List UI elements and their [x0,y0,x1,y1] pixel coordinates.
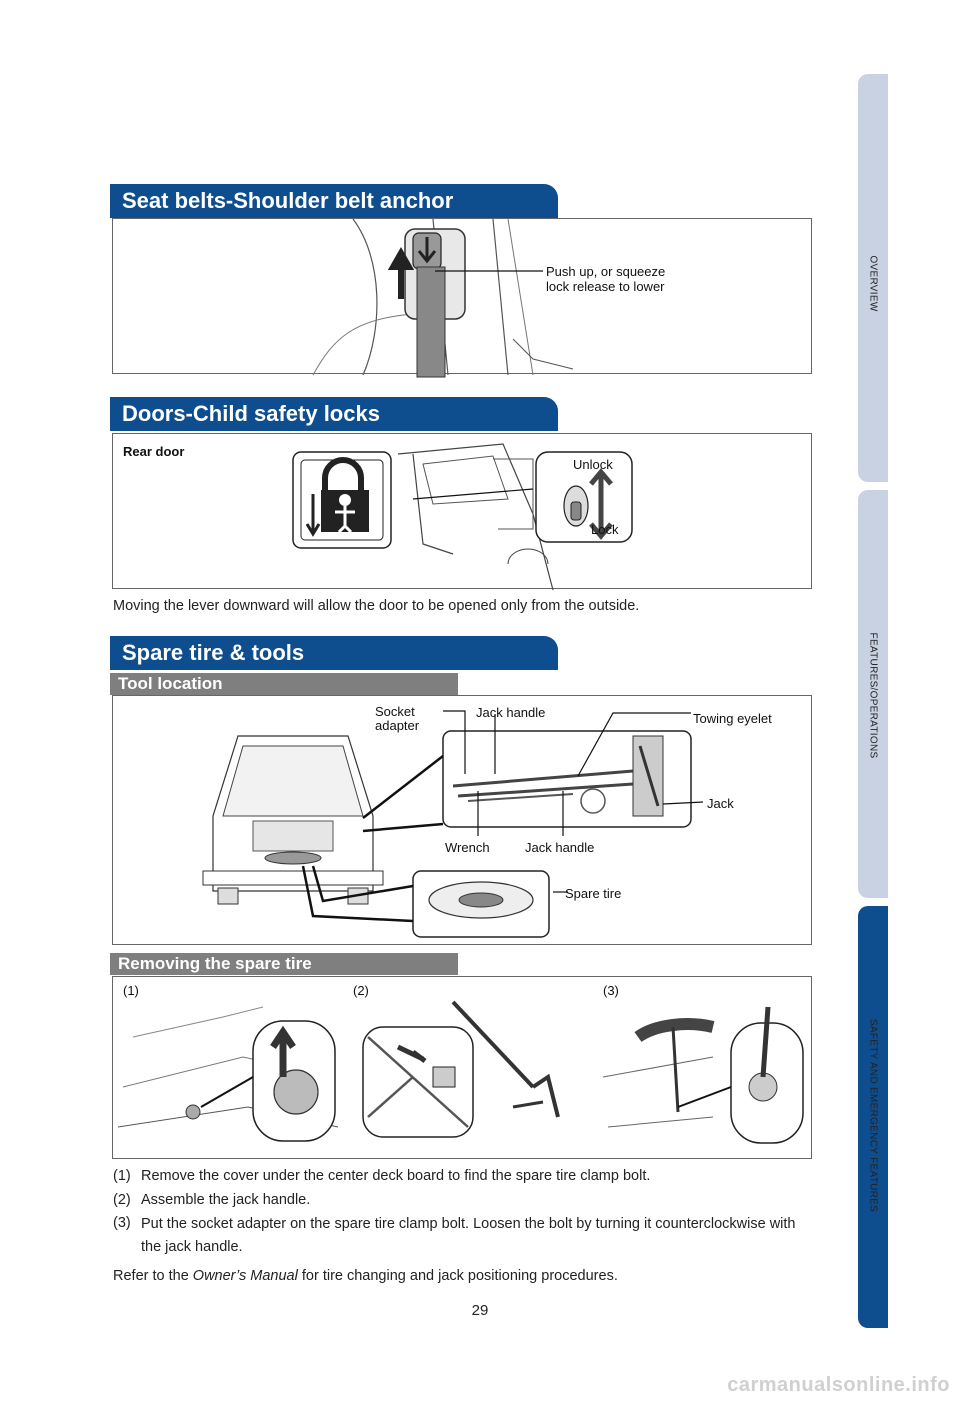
seat-belt-callout-line2: lock release to lower [546,279,665,294]
side-tab-label-features: FEATURES/OPERATIONS [867,632,879,759]
jack-label: Jack [707,796,734,811]
rear-door-label: Rear door [123,444,185,459]
spare-tire-label: Spare tire [565,886,622,901]
step-3-text: Put the socket adapter on the spare tire… [141,1216,796,1255]
towing-eyelet-label: Towing eyelet [693,711,772,726]
refer-text: Refer to the Owner’s Manual for tire cha… [113,1266,823,1286]
subsection-title-tool-location: Tool location [110,673,458,695]
owners-manual-ref: Owner’s Manual [192,1268,298,1284]
refer-before: Refer to the [113,1268,193,1284]
removing-illustration: (1) (2) (3) [112,976,812,1159]
step-2-label: (2) [353,983,369,998]
side-tab-features[interactable] [858,490,888,898]
step-3-label: (3) [603,983,619,998]
wrench-label: Wrench [445,840,490,855]
child-lock-drawing [292,443,633,591]
refer-after: for tire changing and jack positioning p… [297,1268,618,1284]
socket-adapter-label-line2: adapter [375,718,420,733]
seat-belt-callout-line1: Push up, or squeeze [546,264,666,279]
subsection-title-removing: Removing the spare tire [110,953,458,975]
side-tab-overview[interactable] [858,74,888,482]
step-2-num: (2) [113,1192,131,1208]
child-lock-caption: Moving the lever downward will allow the… [113,598,640,614]
side-tab-label-overview: OVERVIEW [867,255,879,312]
step-3-num: (3) [113,1215,131,1231]
unlock-label: Unlock [573,457,613,472]
section-title-seat-belts: Seat belts-Shoulder belt anchor [110,184,558,218]
tool-location-illustration: Socket adapter Jack handle Towing eyelet… [112,695,812,945]
tool-location-drawing [202,710,704,938]
section-title-child-locks: Doors-Child safety locks [110,397,558,431]
side-tab-label-safety: SAFETY AND EMERGENCY FEATURES [867,1018,879,1213]
jack-handle-top-label: Jack handle [476,705,546,720]
section-title-spare-tire: Spare tire & tools [110,636,558,670]
seat-belt-illustration: Push up, or squeeze lock release to lowe… [112,218,812,378]
step-2-text: Assemble the jack handle. [141,1192,311,1208]
side-tab-safety[interactable] [858,906,888,1328]
lock-label: Lock [591,522,619,537]
seat-belt-drawing [312,218,574,378]
page-number: 29 [471,1302,489,1319]
watermark: carmanualsonline.info [727,1374,950,1396]
removing-drawing [117,1000,804,1144]
step-1-text: Remove the cover under the center deck b… [141,1168,651,1184]
step-1-label: (1) [123,983,139,998]
step-1-num: (1) [113,1168,131,1184]
socket-adapter-label-line1: Socket [375,704,415,719]
child-lock-illustration: Rear door Unlock Lock [112,433,812,591]
jack-handle-bottom-label: Jack handle [525,840,595,855]
